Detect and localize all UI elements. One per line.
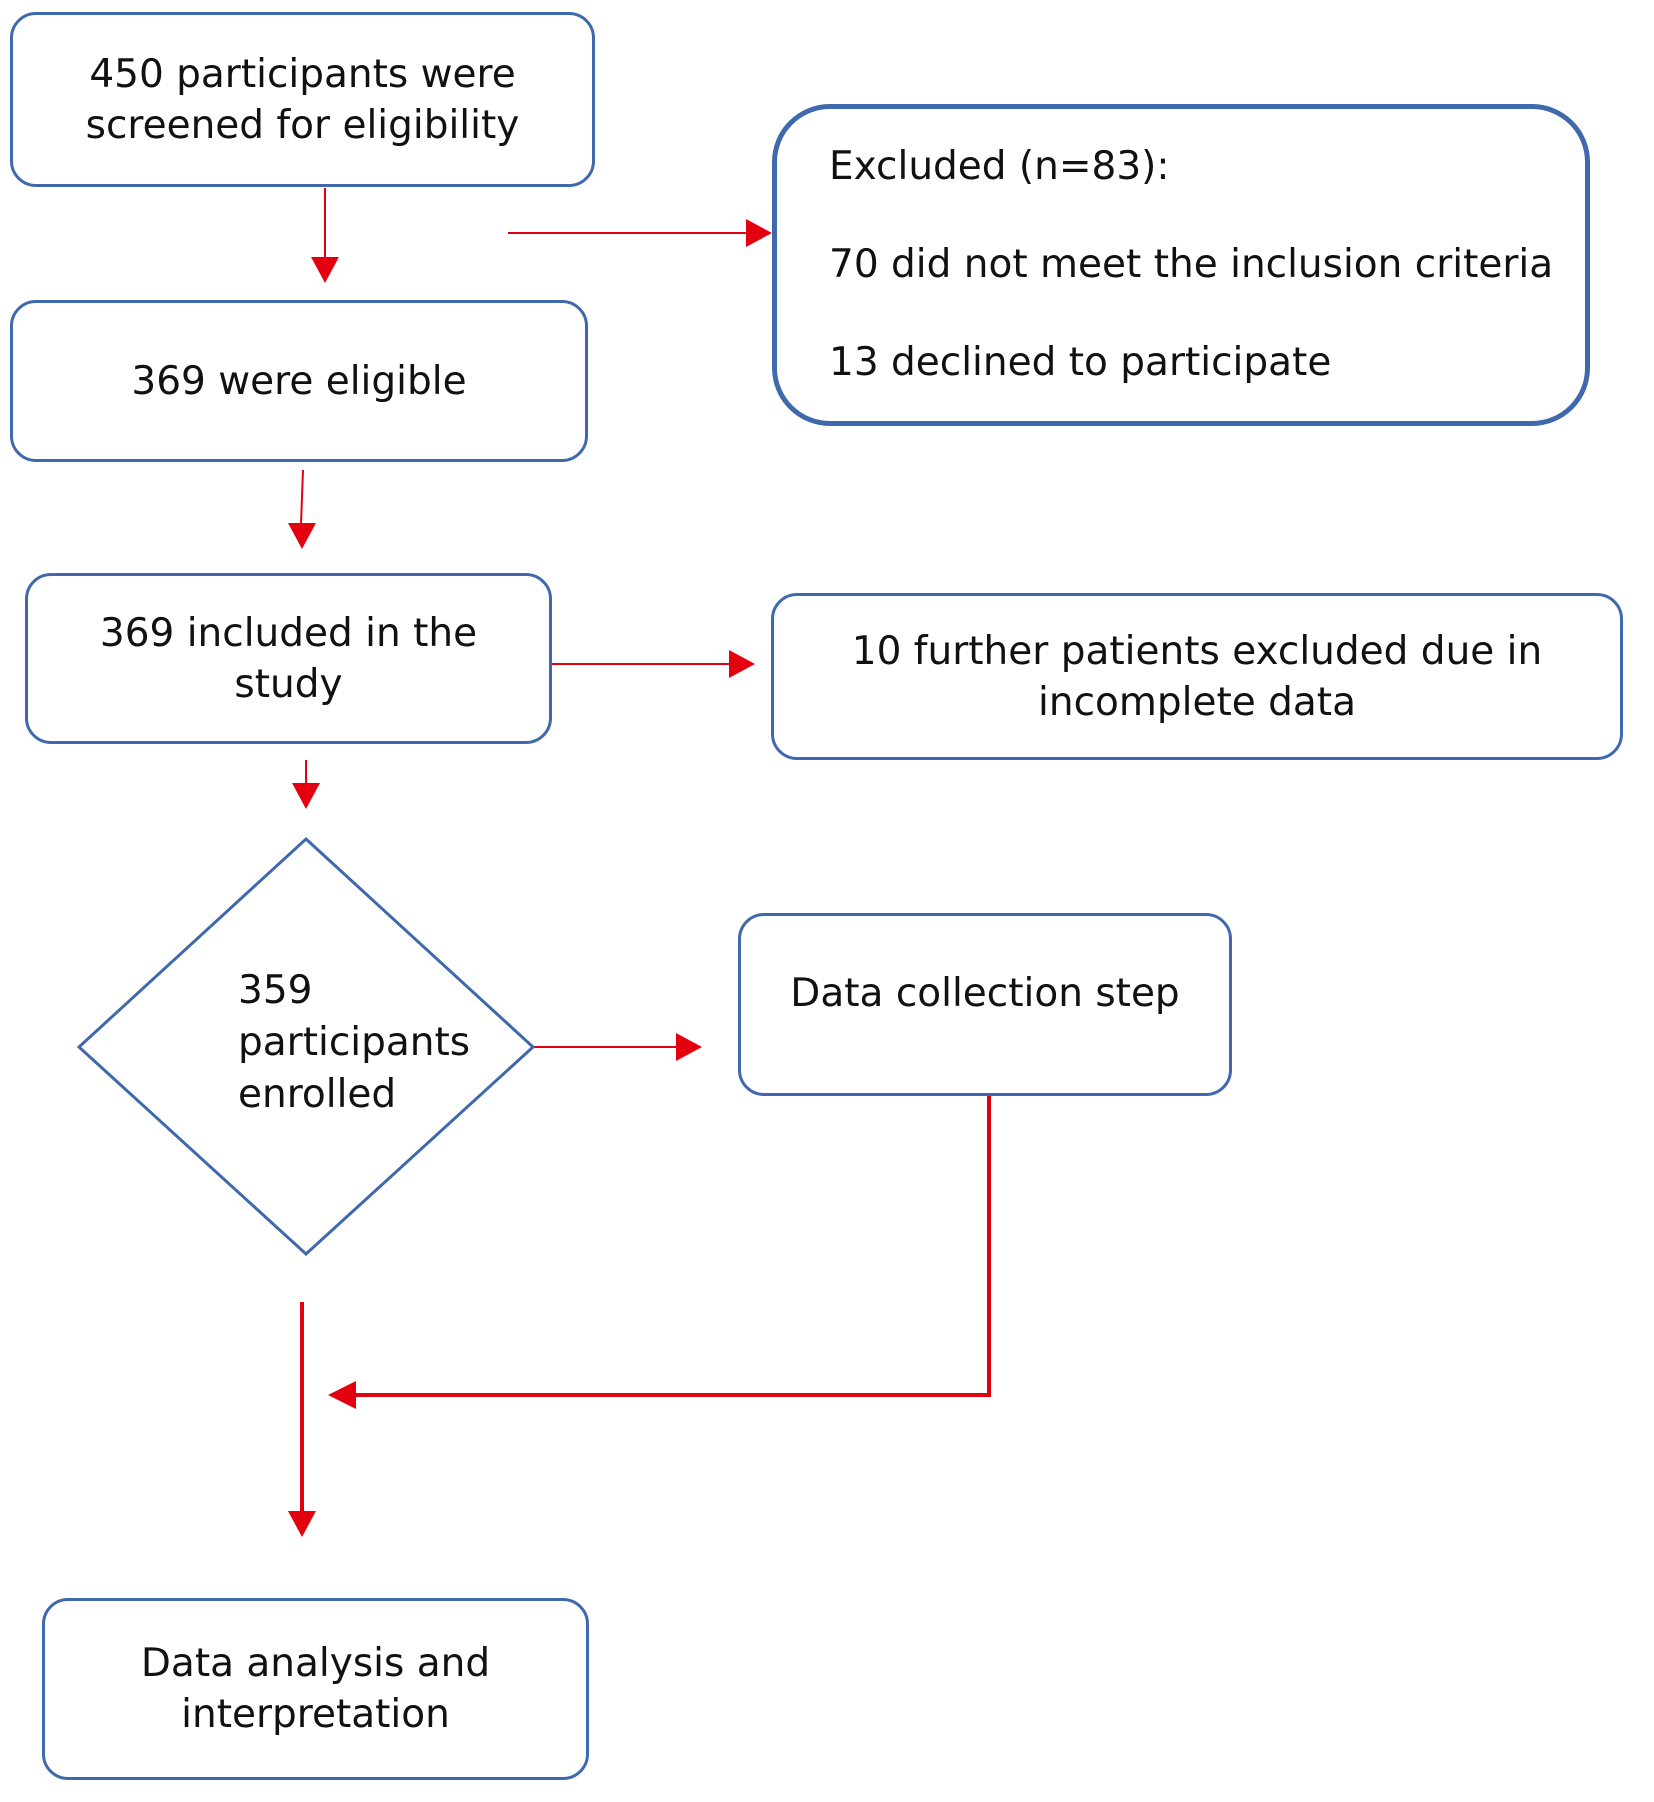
excluded-box: Excluded (n=83): 70 did not meet the inc… [772,104,1590,426]
included-box: 369 included in the study [25,573,552,744]
further-excluded-box: 10 further patients excluded due in inco… [771,593,1623,760]
data-analysis-text-line-2: interpretation [181,1692,450,1737]
further-excluded-text-line-1: 10 further patients excluded due in [851,628,1543,674]
enrolled-text-line-2: participants [238,1020,471,1065]
excluded-reason-inclusion: 70 did not meet the inclusion criteria [829,242,1554,287]
enrolled-text-line-3: enrolled [238,1072,397,1117]
eligible-text: 369 were eligible [131,358,467,404]
arrowhead-enrolled-to-analysis [288,1511,316,1537]
eligible-box: 369 were eligible [10,300,588,462]
screened-text-line-1: 450 participants were [89,51,516,97]
arrow-eligible-to-included [300,469,304,525]
screened-text-line-2: screened for eligibility [85,102,520,148]
arrowhead-to-excluded [746,219,772,247]
data-analysis-box: Data analysis and interpretation [42,1598,589,1780]
screened-box: 450 participants were screened for eligi… [10,12,595,187]
included-text-line-1: 369 included in the [99,610,478,656]
arrowhead-screened-to-eligible [311,257,339,283]
data-analysis-text-line-1: Data analysis and [140,1641,491,1686]
arrowhead-included-to-further [729,650,755,678]
excluded-reason-declined: 13 declined to participate [829,340,1332,385]
enrolled-label: 359 participants enrolled [238,965,498,1121]
arrowhead-eligible-to-included [288,523,316,549]
enrolled-text-line-1: 359 [238,968,313,1013]
enrolled-diamond [76,836,536,1257]
excluded-heading: Excluded (n=83): [829,144,1170,189]
included-text-line-2: study [234,661,343,707]
arrowhead-included-to-enrolled [292,783,320,809]
arrowhead-collection-return [328,1381,356,1409]
data-collection-text: Data collection step [790,971,1180,1016]
further-excluded-text-line-2: incomplete data [1038,679,1356,725]
arrow-collection-return [355,1096,991,1397]
data-collection-box: Data collection step [738,913,1232,1096]
arrowhead-enrolled-to-collection [676,1033,702,1061]
